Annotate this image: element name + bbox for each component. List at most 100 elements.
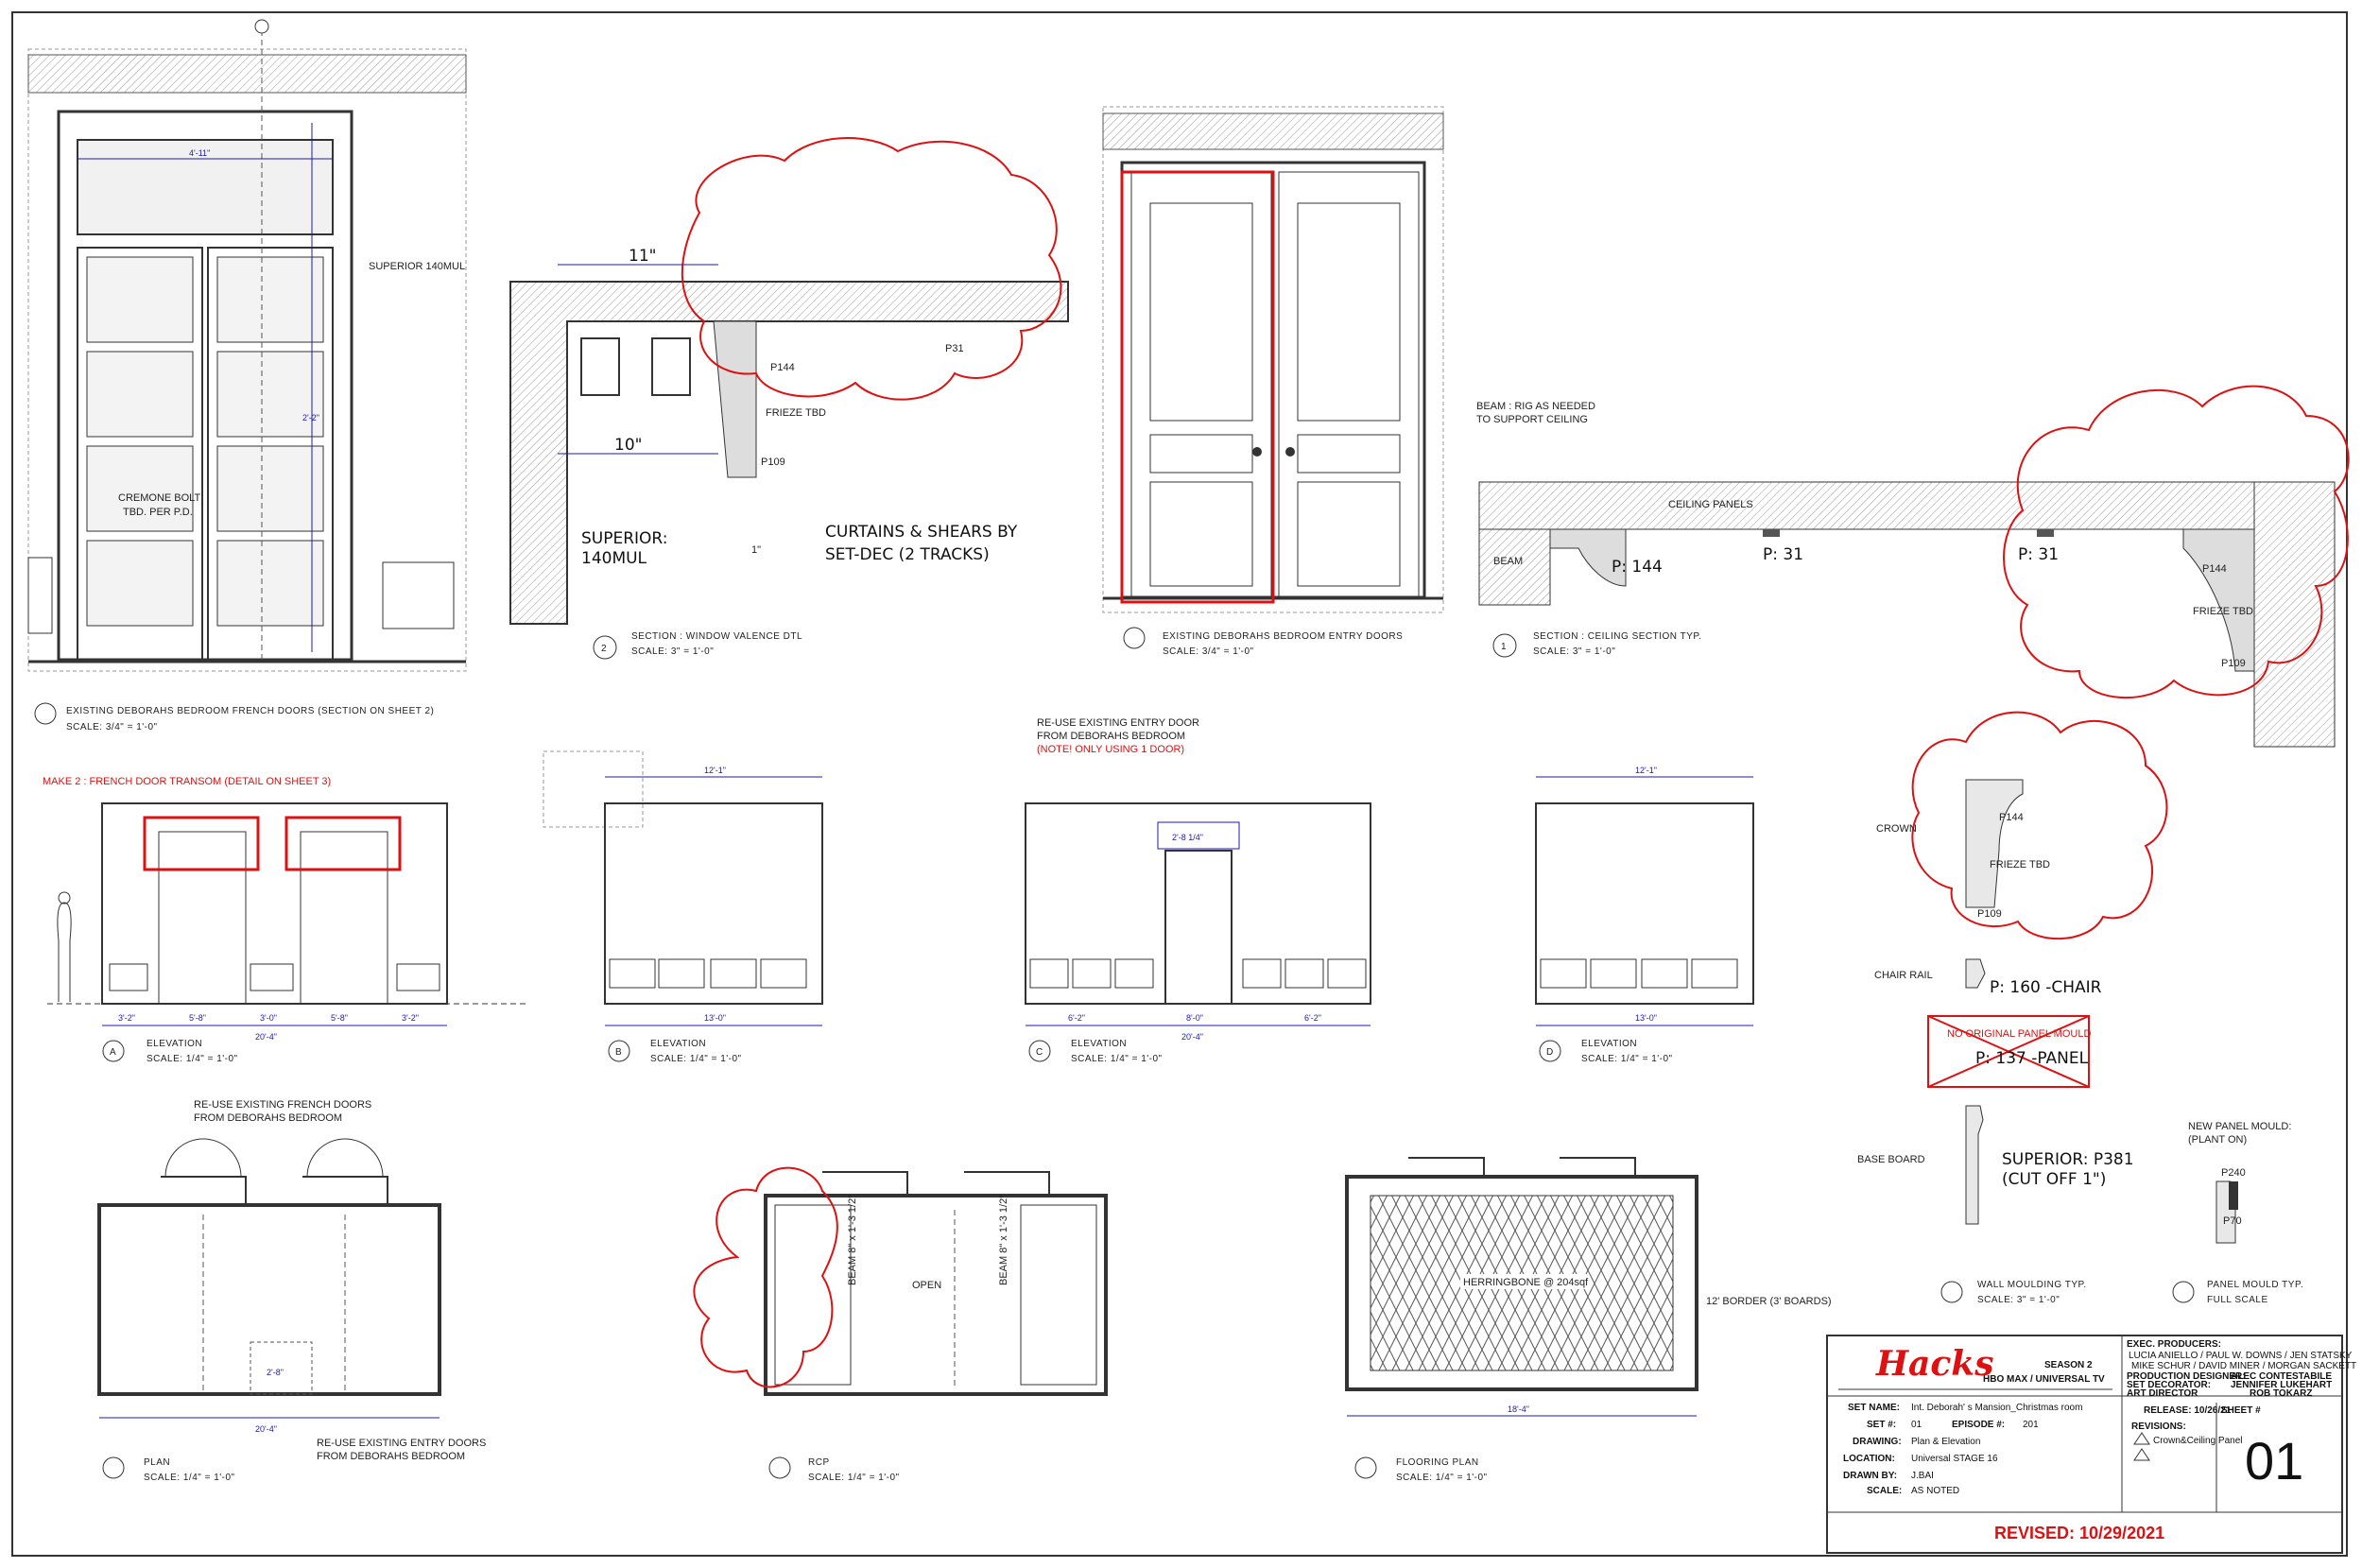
elev-a-dim-2: 5'-8" bbox=[189, 1013, 206, 1023]
entry-doors-elevation: EXISTING DEBORAHS BEDROOM ENTRY DOORS SC… bbox=[1102, 106, 1444, 657]
dim-1: 1" bbox=[751, 544, 761, 556]
elev-a-dim-5: 3'-2" bbox=[402, 1013, 419, 1023]
elev-c-dim-2: 8'-0" bbox=[1186, 1013, 1203, 1023]
p109-label: P109 bbox=[2221, 658, 2246, 669]
dim-11: 11" bbox=[629, 247, 656, 266]
sd-name: JENNIFER LUKEHART bbox=[2231, 1380, 2332, 1390]
flooring-scale: SCALE: 1/4" = 1'-0" bbox=[1396, 1473, 1488, 1483]
elev-a-letter: A bbox=[110, 1047, 116, 1058]
title-block: Hacks SEASON 2 HBO MAX / UNIVERSAL TV EX… bbox=[1826, 1335, 2356, 1554]
entry-doors-title: EXISTING DEBORAHS BEDROOM ENTRY DOORS bbox=[1163, 631, 1403, 642]
set-no: 01 bbox=[1911, 1420, 1922, 1430]
plan-note-top-2: FROM DEBORAHS BEDROOM bbox=[194, 1112, 342, 1124]
rcp-beam-1: BEAM 8" x 1'-3 1/2" bbox=[847, 1195, 858, 1285]
elev-a-dim-3: 3'-0" bbox=[260, 1013, 277, 1023]
ceiling-number: 1 bbox=[1501, 642, 1507, 652]
p31b-label: P: 31 bbox=[2018, 545, 2059, 564]
beam-note-2: TO SUPPORT CEILING bbox=[1476, 414, 1588, 425]
pd-name: ALEC CONTESTABILE bbox=[2231, 1371, 2332, 1382]
location-label: LOCATION: bbox=[1843, 1454, 1895, 1464]
drawn: J.BAI bbox=[1911, 1471, 1934, 1481]
elev-a-title: ELEVATION bbox=[147, 1039, 202, 1049]
elev-b-total: 13'-0" bbox=[704, 1013, 726, 1023]
sheet-label: SHEET # bbox=[2221, 1405, 2261, 1416]
elevation-d: 12'-1" 13'-0" D ELEVATION SCALE: 1/4" = … bbox=[1535, 766, 1754, 1064]
valence-title: SECTION : WINDOW VALENCE DTL bbox=[631, 631, 802, 642]
revisions-label: REVISIONS: bbox=[2131, 1422, 2186, 1432]
elev-c-dim-3: 6'-2" bbox=[1304, 1013, 1321, 1023]
curtains-note: CURTAINS & SHEARS BY bbox=[825, 523, 1018, 542]
label-p144: P144 bbox=[770, 362, 795, 373]
plan-total: 20'-4" bbox=[255, 1424, 277, 1434]
rcp-view: OPEN BEAM 8" x 1'-3 1/2" BEAM 8" x 1'-3 … bbox=[693, 1166, 1108, 1483]
elev-c-note-2: FROM DEBORAHS BEDROOM bbox=[1037, 731, 1185, 742]
french-doors-scale: SCALE: 3/4" = 1'-0" bbox=[66, 722, 158, 732]
episode: 201 bbox=[2023, 1420, 2039, 1430]
elev-b-title: ELEVATION bbox=[650, 1039, 706, 1049]
view-marker bbox=[34, 702, 57, 725]
elev-a-scale: SCALE: 1/4" = 1'-0" bbox=[147, 1054, 238, 1064]
elev-a-note: MAKE 2 : FRENCH DOOR TRANSOM (DETAIL ON … bbox=[43, 776, 331, 787]
elev-a-dim-4: 5'-8" bbox=[331, 1013, 348, 1023]
sd-label: SET DECORATOR: bbox=[2127, 1380, 2211, 1390]
wall-mould-scale: SCALE: 3" = 1'-0" bbox=[1977, 1295, 2060, 1305]
p137-label: P: 137 -PANEL bbox=[1975, 1049, 2089, 1068]
flooring-title: FLOORING PLAN bbox=[1396, 1457, 1479, 1468]
elevation-a: MAKE 2 : FRENCH DOOR TRANSOM (DETAIL ON … bbox=[43, 776, 529, 1064]
p160-label: P: 160 -CHAIR bbox=[1990, 978, 2102, 997]
superior-label-2: 140MUL bbox=[581, 549, 647, 568]
ceiling-scale: SCALE: 3" = 1'-0" bbox=[1533, 646, 1615, 657]
herringbone-label: HERRINGBONE @ 204sqf bbox=[1463, 1277, 1589, 1288]
season-label: SEASON 2 bbox=[2044, 1360, 2093, 1370]
new-panel-label: NEW PANEL MOULD: bbox=[2188, 1121, 2291, 1132]
rcp-scale: SCALE: 1/4" = 1'-0" bbox=[808, 1473, 900, 1483]
elevation-b: 12'-1" 13'-0" B ELEVATION SCALE: 1/4" = … bbox=[543, 750, 823, 1064]
ceiling-section: BEAM : RIG AS NEEDED TO SUPPORT CEILING … bbox=[1476, 385, 2350, 748]
release-label: RELEASE: 10/26/21 bbox=[2144, 1405, 2232, 1416]
scale: AS NOTED bbox=[1911, 1486, 1959, 1496]
plant-on-label: (PLANT ON) bbox=[2188, 1134, 2247, 1146]
exec-label: EXEC. PRODUCERS: bbox=[2127, 1339, 2221, 1350]
superior-label: SUPERIOR: bbox=[581, 529, 667, 548]
location: Universal STAGE 16 bbox=[1911, 1454, 1998, 1464]
crown-p109: P109 bbox=[1977, 908, 2002, 920]
cut-off-label: (CUT OFF 1") bbox=[2002, 1170, 2106, 1189]
red-highlight-door bbox=[1120, 170, 1275, 604]
beam-note: BEAM : RIG AS NEEDED bbox=[1476, 401, 1595, 412]
exec-1: LUCIA ANIELLO / PAUL W. DOWNS / JEN STAT… bbox=[2129, 1351, 2353, 1361]
elev-b-letter: B bbox=[615, 1047, 622, 1058]
elev-d-title: ELEVATION bbox=[1581, 1039, 1637, 1049]
exec-2: MIKE SCHUR / DAVID MINER / MORGAN SACKET… bbox=[2131, 1361, 2356, 1371]
french-doors-elevation: 4'-11" 2'-2" CREMONE BOLT TBD. PER P.D. … bbox=[27, 19, 467, 732]
revised-stamp: REVISED: 10/29/2021 bbox=[1994, 1524, 2164, 1542]
border-label: 12' BORDER (3' BOARDS) bbox=[1706, 1296, 1832, 1307]
elev-a-total: 20'-4" bbox=[255, 1032, 277, 1042]
panel-mould-scale: FULL SCALE bbox=[2207, 1295, 2268, 1305]
ceiling-title: SECTION : CEILING SECTION TYP. bbox=[1533, 631, 1702, 642]
elev-c-letter: C bbox=[1036, 1047, 1043, 1058]
plan-scale: SCALE: 1/4" = 1'-0" bbox=[144, 1473, 235, 1483]
rcp-open: OPEN bbox=[912, 1280, 941, 1291]
no-original-mould: NO ORIGINAL PANEL MOULD bbox=[1947, 1028, 2091, 1040]
elevation-c: RE-USE EXISTING ENTRY DOOR FROM DEBORAHS… bbox=[1025, 717, 1371, 1064]
flooring-plan: HERRINGBONE @ 204sqf 12' BORDER (3' BOAR… bbox=[1345, 1157, 1832, 1483]
dim-top: 4'-11" bbox=[189, 148, 210, 158]
wall-mould-title: WALL MOULDING TYP. bbox=[1977, 1280, 2087, 1290]
drawing: Plan & Elevation bbox=[1911, 1437, 1980, 1447]
elev-c-door-w: 2'-8 1/4" bbox=[1172, 833, 1203, 842]
scale-label: SCALE: bbox=[1867, 1486, 1902, 1496]
moulding-details: CROWN P144 FRIEZE TBD P109 CHAIR RAIL P:… bbox=[1857, 711, 2303, 1305]
sheet-number: 01 bbox=[2245, 1431, 2303, 1490]
sheet-border bbox=[11, 11, 2348, 1557]
panel-mould-title: PANEL MOULD TYP. bbox=[2207, 1280, 2303, 1290]
plan-note-top-1: RE-USE EXISTING FRENCH DOORS bbox=[194, 1099, 371, 1111]
superior-note: SUPERIOR 140MUL bbox=[369, 261, 465, 272]
elev-d-letter: D bbox=[1546, 1047, 1554, 1058]
p144-label: P: 144 bbox=[1612, 558, 1663, 577]
elev-d-total: 13'-0" bbox=[1635, 1013, 1657, 1023]
elev-b-scale: SCALE: 1/4" = 1'-0" bbox=[650, 1054, 742, 1064]
superior-p381: SUPERIOR: P381 bbox=[2002, 1150, 2134, 1169]
cremone-note: CREMONE BOLT bbox=[118, 492, 200, 504]
drawing-label: DRAWING: bbox=[1853, 1437, 1902, 1447]
